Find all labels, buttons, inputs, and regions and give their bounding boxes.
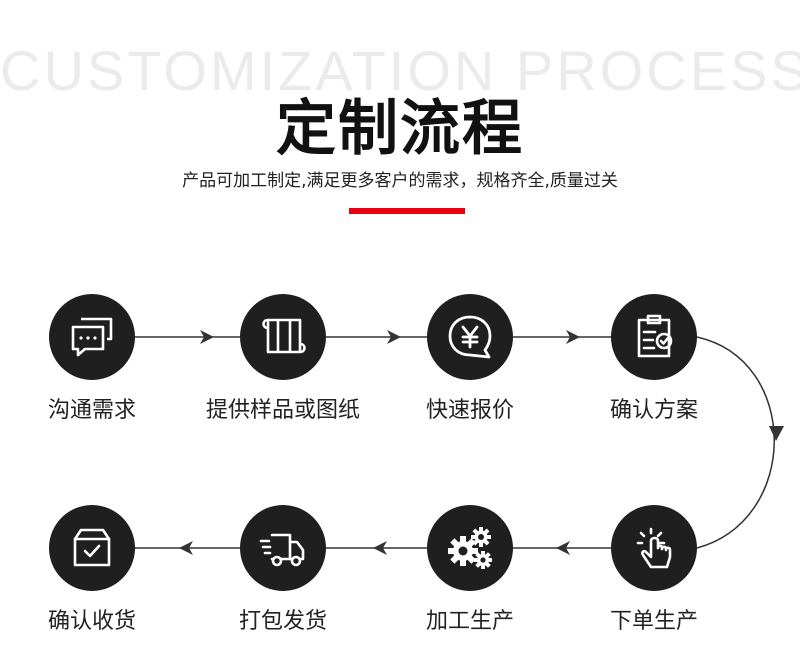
step-label: 沟通需求 (47, 398, 136, 423)
clipboard-check-icon (611, 294, 697, 380)
arrow-head-2 (387, 330, 401, 344)
background-watermark-title: CUSTOMIZATION PROCESS (0, 39, 800, 102)
arrow-head-5 (556, 541, 570, 555)
step-place-order: 下单生产 (574, 505, 734, 665)
step-processing: 加工生产 (390, 505, 550, 665)
delivery-truck-icon (240, 505, 326, 591)
step-confirm-plan: 确认方案 (574, 294, 734, 454)
arrow-head-4 (769, 426, 784, 441)
chat-bubbles-icon (49, 294, 135, 380)
step-label: 下单生产 (609, 609, 698, 634)
yen-quote-icon (427, 294, 513, 380)
step-communicate: 沟通需求 (12, 294, 172, 454)
connector-4-5-curve (696, 336, 775, 549)
box-check-icon (49, 505, 135, 591)
page-title: 定制流程 (276, 94, 524, 164)
step-pack-ship: 打包发货 (203, 505, 363, 665)
scroll-drawing-icon (240, 294, 326, 380)
page-subtitle: 产品可加工制定,满足更多客户的需求，规格齐全,质量过关 (182, 171, 618, 191)
step-label: 快速报价 (425, 398, 514, 423)
step-confirm-receipt: 确认收货 (12, 505, 172, 665)
arrow-head-1 (200, 330, 214, 344)
step-quick-quote: 快速报价 (390, 294, 550, 454)
tap-hand-icon (611, 505, 697, 591)
step-label: 确认收货 (47, 609, 136, 634)
arrow-head-7 (179, 541, 193, 555)
step-label: 提供样品或图纸 (205, 398, 360, 423)
step-provide-sample: 提供样品或图纸 (203, 294, 363, 454)
step-label: 确认方案 (609, 398, 698, 423)
arrow-head-6 (373, 541, 387, 555)
step-label: 加工生产 (425, 609, 514, 634)
arrow-head-3 (566, 330, 580, 344)
title-underline-bar (349, 208, 465, 214)
step-label: 打包发货 (238, 609, 327, 634)
gears-icon (427, 505, 513, 591)
